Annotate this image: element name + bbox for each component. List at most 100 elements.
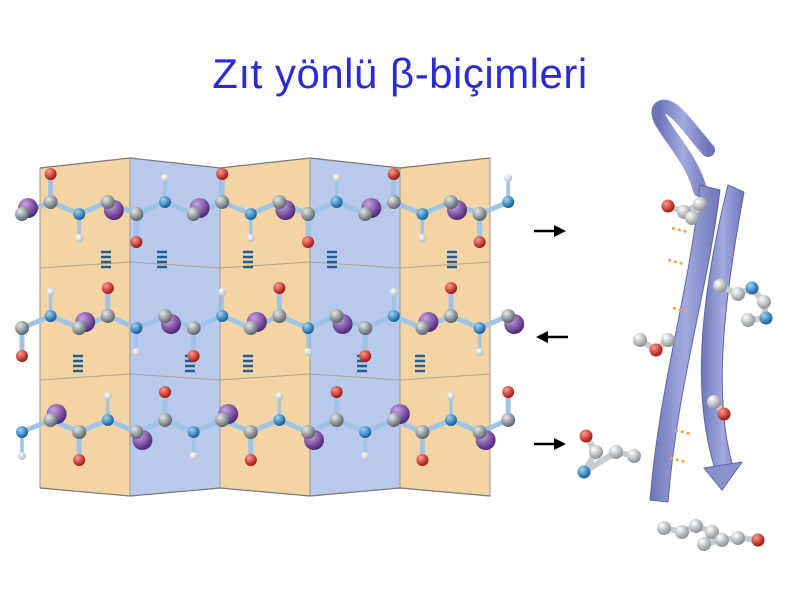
carbonyl-carbon-atom — [100, 309, 115, 323]
carbon-atom — [609, 445, 623, 459]
oxygen-atom — [661, 199, 675, 213]
carbon-atom — [689, 519, 703, 533]
oxygen-atom — [130, 236, 143, 248]
nitrogen-atom — [416, 208, 429, 220]
alpha-carbon-atom — [444, 195, 458, 209]
nitrogen-atom — [502, 196, 515, 208]
oxygen-atom — [273, 282, 286, 294]
ribbon-loop — [651, 99, 715, 197]
nitrogen-atom — [44, 310, 57, 322]
alpha-carbon-atom — [243, 321, 258, 335]
hydrogen-atom — [304, 348, 312, 356]
nitrogen-atom — [73, 208, 86, 220]
nitrogen-atom — [330, 196, 343, 208]
oxygen-atom — [717, 407, 731, 421]
carbon-atom — [697, 537, 711, 551]
arrow-left-icon — [536, 331, 568, 343]
hydrogen-atom — [332, 174, 341, 182]
carbonyl-carbon-atom — [444, 309, 458, 323]
nitrogen-atom — [302, 322, 314, 334]
nitrogen-atom — [759, 311, 773, 325]
nitrogen-atom — [359, 426, 372, 438]
hydrogen-atom — [246, 234, 255, 242]
carbon-atom — [633, 333, 647, 347]
alpha-carbon-atom — [386, 413, 401, 427]
carbon-atom — [707, 395, 721, 409]
carbon-atom — [657, 521, 671, 535]
nitrogen-atom — [273, 414, 286, 426]
oxygen-atom — [359, 350, 372, 362]
carbonyl-carbon-atom — [129, 207, 144, 221]
oxygen-atom — [387, 168, 400, 180]
hydrogen-atom — [361, 452, 370, 460]
nitrogen-atom — [244, 208, 257, 220]
nitrogen-atom — [187, 426, 200, 438]
alpha-carbon-atom — [15, 207, 29, 221]
carbonyl-carbon-atom — [301, 207, 315, 221]
backbone-atoms — [15, 168, 525, 466]
carbonyl-carbon-atom — [215, 195, 230, 209]
oxygen-atom — [101, 282, 114, 294]
nitrogen-atom — [159, 196, 171, 208]
carbonyl-carbon-atom — [415, 425, 430, 439]
oxygen-atom — [187, 350, 200, 362]
ribbon-arrowhead — [703, 461, 744, 491]
alpha-carbon-atom — [301, 425, 315, 439]
arrow-right-icon — [534, 225, 566, 237]
carbonyl-carbon-atom — [272, 309, 287, 323]
alpha-carbon-atom — [358, 207, 373, 221]
nitrogen-atom — [745, 281, 759, 295]
alpha-carbon-atom — [43, 413, 58, 427]
oxygen-atom — [473, 236, 486, 248]
hydrogen-atom — [189, 452, 198, 460]
sheet-top-edge — [39, 157, 491, 169]
hydrogen-atom — [75, 234, 84, 242]
nitrogen-atom — [216, 310, 229, 322]
hydrogen-atom — [218, 288, 227, 296]
hydrogen-atom — [389, 288, 398, 296]
arrow-head — [554, 225, 566, 237]
arrow-right-icon — [534, 438, 566, 450]
carbon-atom — [661, 333, 675, 347]
carbonyl-carbon-atom — [158, 413, 172, 427]
carbonyl-carbon-atom — [15, 321, 29, 335]
nitrogen-atom — [445, 414, 457, 426]
carbonyl-carbon-atom — [186, 321, 201, 335]
alpha-carbon-atom — [472, 425, 487, 439]
alpha-carbon-atom — [186, 207, 201, 221]
alpha-carbon-atom — [100, 195, 115, 209]
carbonyl-carbon-atom — [243, 425, 258, 439]
alpha-carbon-atom — [72, 321, 87, 335]
oxygen-atom — [73, 454, 86, 466]
oxygen-atom — [216, 168, 229, 180]
carbonyl-carbon-atom — [358, 321, 373, 335]
slide-title: Zıt yönlü β-biçimleri — [212, 50, 588, 97]
carbon-atom — [627, 449, 641, 463]
oxygen-atom — [416, 454, 429, 466]
strand-direction-arrows — [534, 225, 568, 450]
oxygen-atom — [159, 386, 171, 398]
alpha-carbon-atom — [272, 195, 287, 209]
hydrogen-atom — [418, 234, 427, 242]
carbon-atom — [589, 445, 603, 459]
hydrogen-atom — [103, 392, 112, 400]
carbonyl-carbon-atom — [386, 195, 401, 209]
nitrogen-atom — [16, 426, 28, 438]
oxygen-atom — [502, 386, 515, 398]
carbonyl-carbon-atom — [501, 413, 516, 427]
carbon-atom — [731, 287, 745, 301]
hydrogen-atom — [504, 174, 513, 182]
ribbon-strand — [649, 184, 721, 503]
nitrogen-atom — [473, 322, 486, 334]
alpha-carbon-atom — [415, 321, 430, 335]
nitrogen-atom — [577, 465, 591, 479]
sheet-row-divider — [39, 373, 491, 381]
oxygen-atom — [302, 236, 314, 248]
carbon-atom — [757, 295, 771, 309]
arrow-head — [554, 438, 566, 450]
alpha-carbon-atom — [501, 309, 516, 323]
hydrogen-atom — [46, 288, 55, 296]
alpha-carbon-atom — [329, 309, 344, 323]
nitrogen-atom — [387, 310, 400, 322]
carbon-atom — [713, 279, 727, 293]
